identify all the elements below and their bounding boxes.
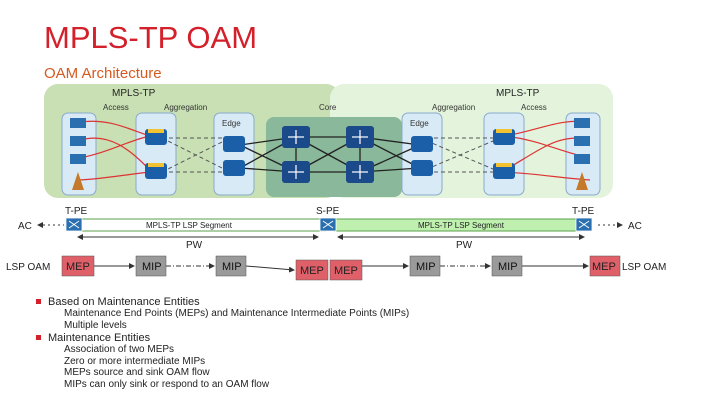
page-subtitle: OAM Architecture (44, 65, 162, 82)
mep-box (589, 255, 621, 277)
lsp-oam-right-label: LSP OAM (622, 262, 666, 273)
bullet-item: MIPs can only sink or respond to an OAM … (64, 378, 270, 390)
right-region-label: MPLS-TP (496, 88, 540, 99)
page-title: MPLS-TP OAM (44, 20, 258, 55)
aggregation-links-left (161, 137, 231, 173)
core-label: Core (319, 103, 337, 112)
bullet-item: Maintenance End Points (MEPs) and Mainte… (64, 308, 410, 319)
mep-box (295, 259, 329, 281)
aggregation-column-right (483, 112, 525, 196)
mip-box (135, 255, 167, 277)
access-links-left (79, 120, 151, 181)
bullet-heading: Based on Maintenance Entities (36, 295, 409, 308)
access-left-label: Access (103, 103, 129, 112)
access-device-icon (70, 118, 590, 190)
spe-label: S-PE (316, 206, 340, 217)
ac-left-label: AC (18, 221, 32, 232)
ac-right-label: AC (628, 221, 642, 232)
mip-label: MIP (416, 261, 436, 273)
edge-left-label: Edge (222, 119, 241, 128)
mep-label: MEP (334, 265, 358, 277)
aggregation-left-label: Aggregation (164, 103, 207, 112)
bullet-square-icon (36, 299, 41, 304)
lsp-segment-left-label: MPLS-TP LSP Segment (146, 221, 233, 230)
access-right-label: Access (521, 103, 547, 112)
pw-right-label: PW (456, 240, 473, 251)
mip-box (409, 255, 441, 277)
lsp-oam-left-label: LSP OAM (6, 262, 50, 273)
lsp-segment-right-label: MPLS-TP LSP Segment (418, 221, 505, 230)
tpe-left-label: T-PE (65, 206, 88, 217)
mip-label: MIP (142, 261, 162, 273)
mep-label: MEP (66, 261, 90, 273)
mip-box (215, 255, 247, 277)
mip-box (491, 255, 523, 277)
mep-box (61, 255, 95, 277)
tpe-right-label: T-PE (572, 206, 595, 217)
mep-box (329, 259, 363, 281)
pw-left-label: PW (186, 240, 203, 251)
mep-label: MEP (300, 265, 324, 277)
edge-right-label: Edge (410, 119, 429, 128)
bullet-heading: Maintenance Entities (36, 331, 409, 344)
aggregation-column-left (135, 112, 177, 196)
bullet-item: Association of two MEPs (64, 344, 175, 355)
core-router-icon (282, 126, 374, 183)
bullet-item: Multiple levels (64, 319, 127, 331)
bullet-item: MEPs source and sink OAM flow (64, 367, 210, 378)
switch-icon (65, 217, 593, 232)
bullet-list: Based on Maintenance Entities Maintenanc… (36, 295, 409, 390)
router-top-highlight (148, 129, 512, 167)
bullet-square-icon (36, 335, 41, 340)
mip-label: MIP (222, 261, 242, 273)
aggregation-right-label: Aggregation (432, 103, 475, 112)
mip-label: MIP (498, 261, 518, 273)
oam-flow-lines (94, 263, 589, 273)
left-region-label: MPLS-TP (112, 88, 156, 99)
bullet-item: Zero or more intermediate MIPs (64, 355, 206, 367)
mep-label: MEP (592, 261, 616, 273)
aggregation-links-right (419, 137, 501, 173)
